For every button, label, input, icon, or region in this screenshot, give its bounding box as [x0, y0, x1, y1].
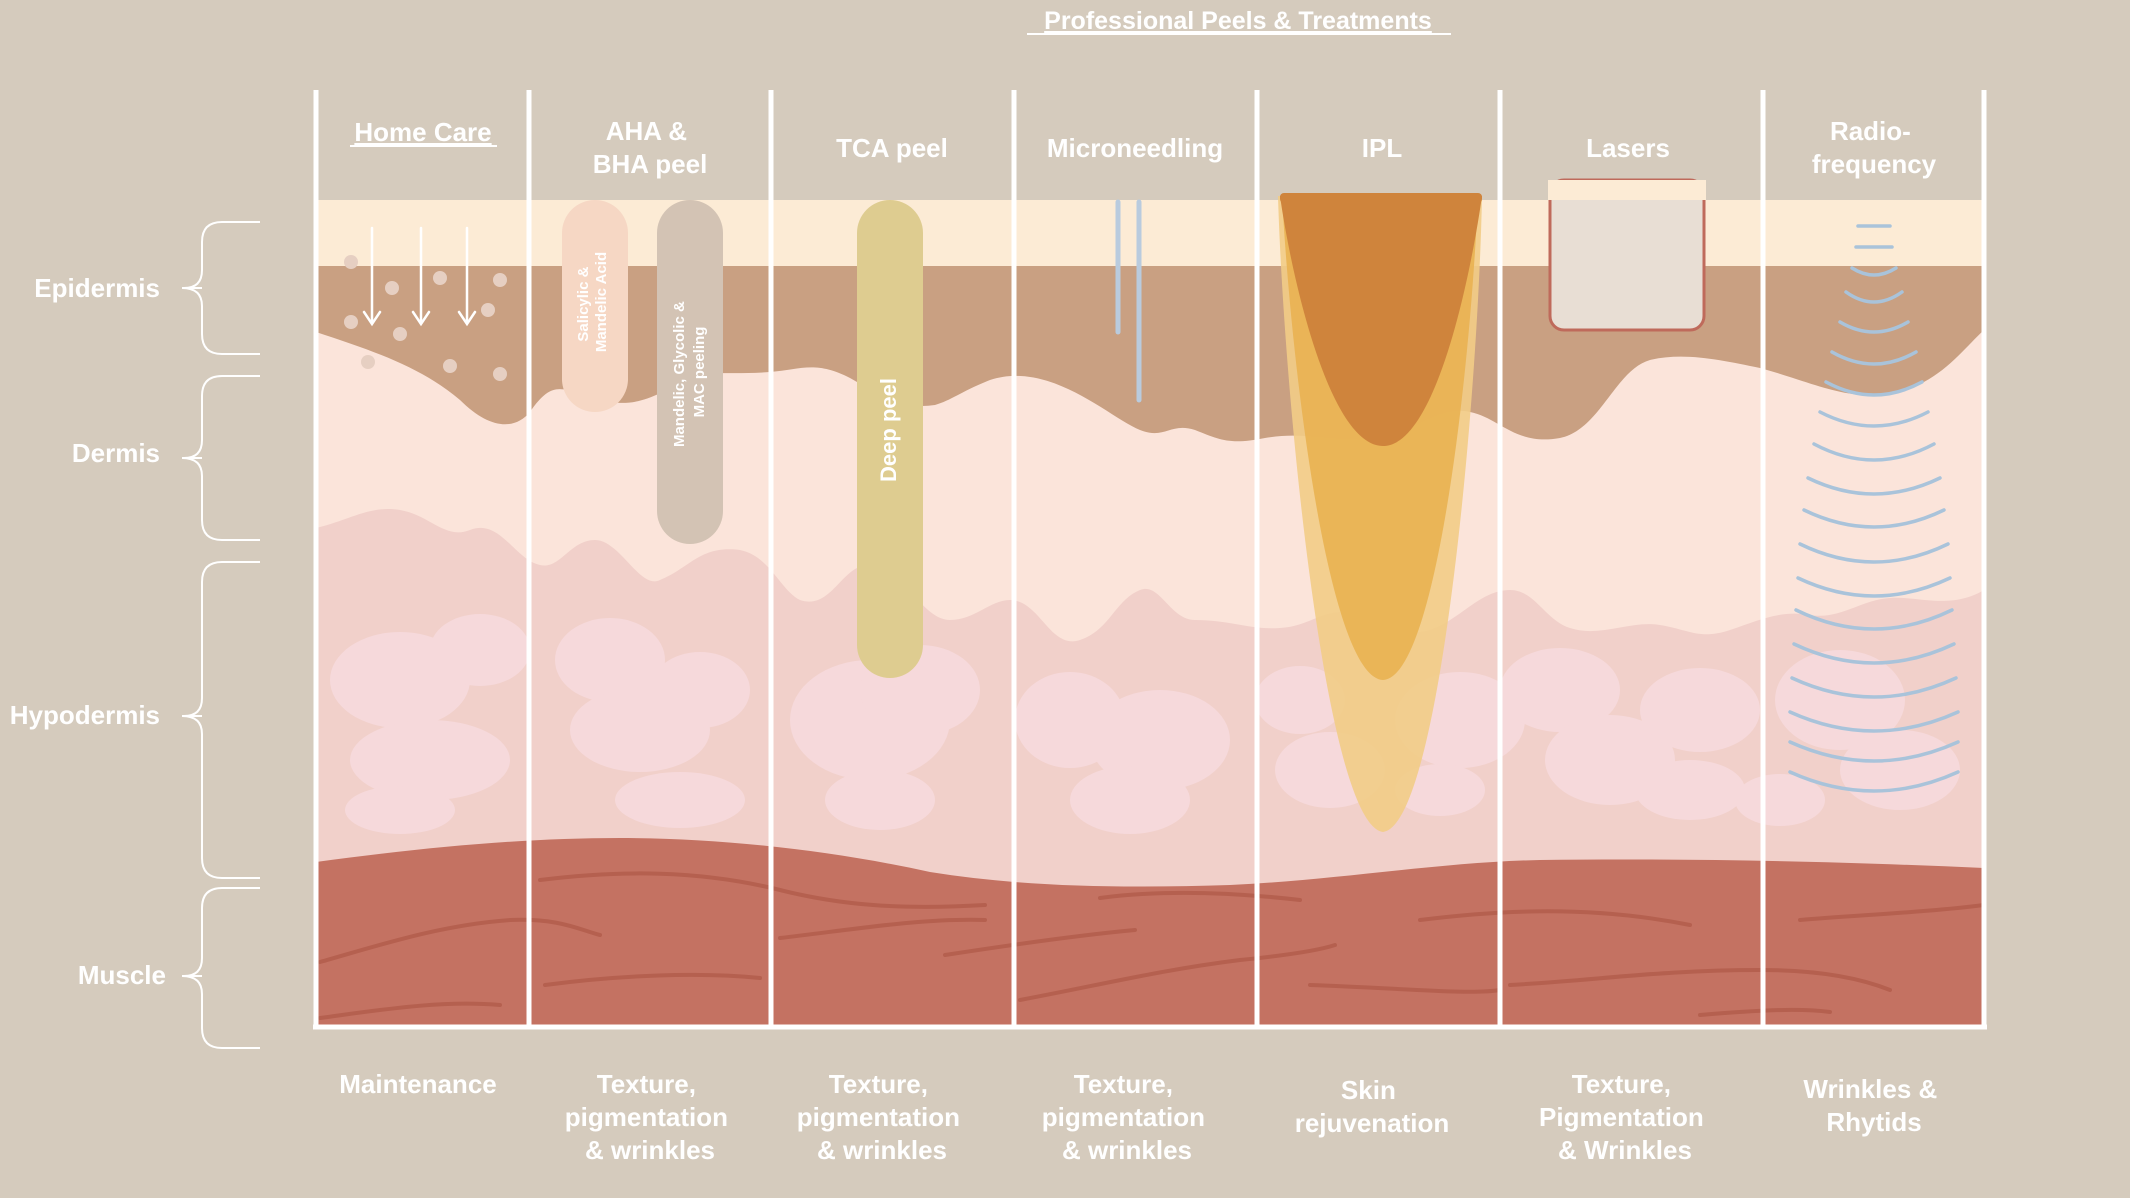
laser-handpiece	[1548, 178, 1706, 332]
outcome-labels: Maintenance Texture, pigmentation & wrin…	[339, 1069, 1944, 1165]
column-title-radiofrequency: frequency	[1812, 149, 1937, 179]
outcome-lasers: Pigmentation	[1539, 1102, 1704, 1132]
svg-text:Texture, pigmentation: Texture, pigmentation & wrinkles	[797, 1069, 967, 1165]
outcome-radiofrequency: Wrinkles &	[1803, 1074, 1937, 1104]
mandelic-glycolic-capsule	[657, 200, 723, 544]
outcome-microneedling: pigmentation	[1042, 1102, 1205, 1132]
column-headers: Home Care AHA & BHA peel TCA peel Micron…	[350, 116, 1937, 179]
home-care-penetration	[344, 226, 507, 381]
outcome-home-care: Maintenance	[339, 1069, 497, 1099]
skin-cross-section	[316, 90, 1984, 1025]
salicylic-label-line: Salicylic &	[575, 266, 592, 341]
outcome-microneedling: Texture,	[1074, 1069, 1173, 1099]
deep-peel-label: Deep peel	[876, 378, 901, 482]
salicylic-label-line: Mandelic Acid	[593, 252, 610, 352]
page-title[interactable]: Professional Peels & Treatments	[1044, 7, 1432, 35]
layer-label-dermis: Dermis	[72, 438, 160, 468]
svg-text:Texture, pigmentation: Texture, pigmentation & wrinkles	[565, 1069, 735, 1165]
mandelic-label-line: MAC peeling	[691, 327, 708, 418]
layer-label-hypodermis: Hypodermis	[10, 700, 160, 730]
outcome-aha-bha: & wrinkles	[585, 1135, 715, 1165]
layer-brackets	[181, 221, 260, 1049]
column-dividers	[313, 90, 1987, 1030]
layer-labels: Epidermis Dermis Hypodermis Muscle	[10, 273, 166, 990]
column-title-aha-bha: AHA &	[606, 116, 687, 146]
outcome-tca-peel: Texture,	[829, 1069, 928, 1099]
outcome-lasers: & Wrinkles	[1558, 1135, 1692, 1165]
outcome-tca-peel: pigmentation	[797, 1102, 960, 1132]
ipl-light-beams	[1278, 193, 1482, 832]
svg-text:Radio- frequency: Radio- frequency	[1812, 116, 1937, 179]
svg-text:Wrinkles & Rhytids: Wrinkles & Rhytids	[1803, 1074, 1944, 1137]
outcome-ipl: Skin	[1341, 1075, 1396, 1105]
column-title-ipl: IPL	[1362, 133, 1403, 163]
column-title-lasers: Lasers	[1586, 133, 1670, 163]
layer-label-epidermis: Epidermis	[34, 273, 160, 303]
outcome-microneedling: & wrinkles	[1062, 1135, 1192, 1165]
microneedles	[1115, 199, 1142, 403]
column-title-home-care[interactable]: Home Care	[354, 117, 491, 147]
outcome-tca-peel: & wrinkles	[817, 1135, 947, 1165]
column-title-radiofrequency: Radio-	[1830, 116, 1911, 146]
deep-peel-capsule	[857, 200, 923, 678]
svg-text:Texture, pigmentation: Texture, pigmentation & wrinkles	[1042, 1069, 1212, 1165]
svg-text:Mandelic, Glycolic & MAC: Mandelic, Glycolic & MAC peeling	[671, 297, 708, 447]
svg-text:Skin rejuvenation: Skin rejuvenation	[1295, 1075, 1450, 1138]
salicylic-mandelic-capsule	[562, 200, 628, 412]
outcome-radiofrequency: Rhytids	[1826, 1107, 1921, 1137]
layer-label-muscle: Muscle	[78, 960, 166, 990]
column-title-microneedling: Microneedling	[1047, 133, 1223, 163]
muscle-fibers	[318, 871, 1984, 1020]
outcome-aha-bha: Texture,	[597, 1069, 696, 1099]
outcome-aha-bha: pigmentation	[565, 1102, 728, 1132]
outcome-lasers: Texture,	[1572, 1069, 1671, 1099]
peel-labels: Salicylic & Mandelic Acid Mandelic, Glyc…	[575, 252, 901, 482]
mandelic-label-line: Mandelic, Glycolic &	[671, 301, 688, 447]
svg-text:Salicylic & Mandelic Aci: Salicylic & Mandelic Acid	[575, 252, 610, 352]
svg-text:AHA & BHA peel: AHA & BHA peel	[593, 116, 708, 179]
svg-text:Texture, Pigmentation: Texture, Pigmentation & Wrinkles	[1539, 1069, 1711, 1165]
radiofrequency-waves	[1788, 224, 1960, 793]
outcome-ipl: rejuvenation	[1295, 1108, 1450, 1138]
column-title-tca-peel: TCA peel	[836, 133, 948, 163]
column-title-aha-bha: BHA peel	[593, 149, 708, 179]
muscle-layer	[316, 838, 1984, 1025]
